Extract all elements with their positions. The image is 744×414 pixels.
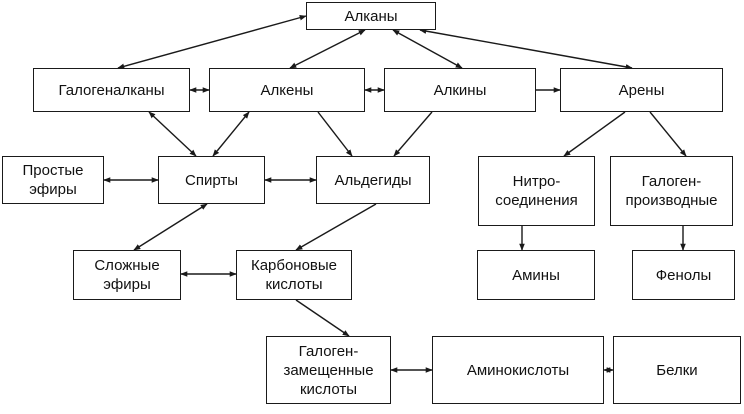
edge-karbonovye-kisloty-to-galogenzameshchennye: [295, 299, 350, 337]
node-karbonovye-kisloty: Карбоновые кислоты: [236, 250, 352, 300]
edge-spirty-to-slozhnye-efiry: [133, 203, 208, 251]
edge-alkany-to-areny: [419, 28, 633, 70]
node-fenoly: Фенолы: [632, 250, 735, 300]
edge-alkiny-to-aldegidy: [393, 111, 433, 157]
edge-areny-to-galogenproizvodnye: [649, 111, 687, 157]
node-galogenzameshchennye: Галоген- замещенные кислоты: [266, 336, 391, 404]
node-aminy: Амины: [477, 250, 595, 300]
node-prostye-efiry: Простые эфиры: [2, 156, 104, 204]
node-aldegidy: Альдегиды: [316, 156, 430, 204]
node-spirty: Спирты: [158, 156, 265, 204]
node-galogenalkany: Галогеналканы: [33, 68, 190, 112]
edge-alkany-to-galogenalkany: [117, 14, 307, 70]
node-areny: Арены: [560, 68, 723, 112]
node-nitrosoedineniya: Нитро- соединения: [478, 156, 595, 226]
node-galogenproizvodnye: Галоген- производные: [610, 156, 733, 226]
edge-areny-to-nitrosoedineniya: [563, 111, 626, 157]
node-alkeny: Алкены: [209, 68, 365, 112]
edge-alkeny-to-aldegidy: [317, 111, 353, 157]
node-belki: Белки: [613, 336, 741, 404]
edge-galogenalkany-to-spirty: [148, 111, 197, 157]
node-alkiny: Алкины: [384, 68, 536, 112]
node-slozhnye-efiry: Сложные эфиры: [73, 250, 181, 300]
edge-alkeny-to-spirty: [212, 111, 250, 157]
node-aminokisloty: Аминокислоты: [432, 336, 604, 404]
node-alkany: Алканы: [306, 2, 436, 30]
edge-aldegidy-to-karbonovye-kisloty: [295, 203, 377, 251]
edge-alkany-to-alkeny: [289, 29, 366, 69]
